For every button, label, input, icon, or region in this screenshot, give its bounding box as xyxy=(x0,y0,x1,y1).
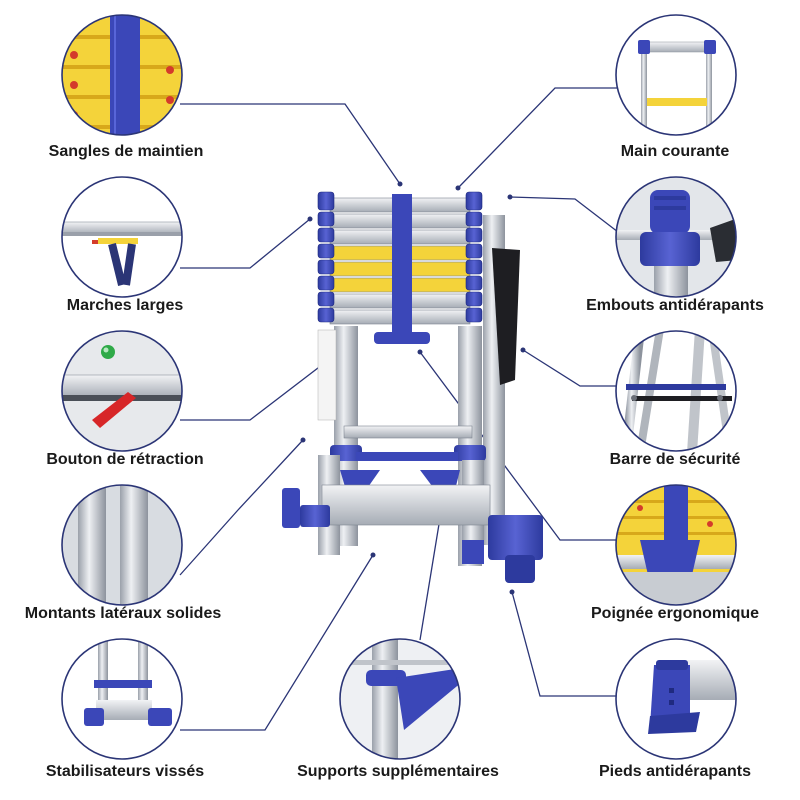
label-sangles-de-maintien: Sangles de maintien xyxy=(48,143,204,160)
leader-lines xyxy=(179,87,619,731)
label-stabilisateurs-visses: Stabilisateurs vissés xyxy=(45,763,205,780)
label-poignee-ergonomique: Poignée ergonomique xyxy=(590,605,760,622)
label-pieds-antiderapants: Pieds antidérapants xyxy=(598,763,752,780)
leader-sangles xyxy=(180,103,401,185)
detail-circle-barre xyxy=(615,330,737,452)
leader-marches xyxy=(180,218,311,269)
detail-circle-main xyxy=(615,14,737,136)
detail-circle-embouts xyxy=(615,176,737,298)
label-bouton-de-retraction: Bouton de rétraction xyxy=(46,451,204,468)
label-barre-de-securite: Barre de sécurité xyxy=(609,451,741,468)
detail-circle-bouton xyxy=(61,330,183,452)
label-embouts-antiderapants: Embouts antidérapants xyxy=(586,297,764,314)
detail-circle-stabilisateurs xyxy=(61,638,183,760)
telescopic-ladder-illustration xyxy=(282,191,543,583)
leader-embouts xyxy=(509,196,619,233)
leader-bouton xyxy=(180,344,349,421)
detail-circle-supports xyxy=(339,638,461,760)
leader-dots xyxy=(300,181,526,595)
leader-pieds xyxy=(511,591,618,697)
leader-supports xyxy=(419,517,441,641)
detail-circle-poignee xyxy=(615,484,737,606)
detail-circle-sangles xyxy=(61,14,183,136)
label-supports-supplementaires: Supports supplémentaires xyxy=(297,763,499,780)
leader-main xyxy=(457,87,618,189)
leader-montants xyxy=(179,439,304,576)
detail-circle-pieds xyxy=(615,638,737,760)
detail-circle-montants xyxy=(61,484,183,606)
label-montants-lateraux-solides: Montants latéraux solides xyxy=(24,605,222,622)
leader-barre xyxy=(522,349,618,387)
center-strap xyxy=(392,194,412,340)
leader-stabil xyxy=(180,554,374,731)
label-marches-larges: Marches larges xyxy=(66,297,184,314)
detail-circle-marches xyxy=(61,176,183,298)
label-main-courante: Main courante xyxy=(620,143,730,160)
